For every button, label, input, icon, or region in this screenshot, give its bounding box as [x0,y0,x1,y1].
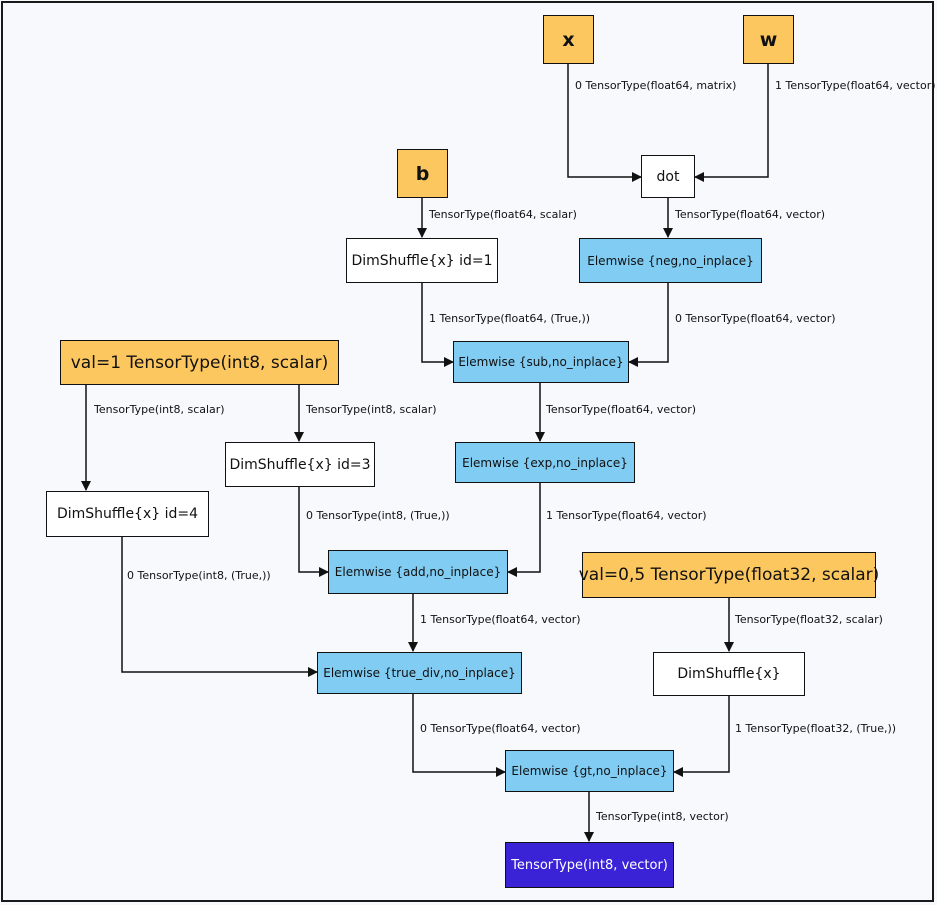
edge-dimshuffle1-sub [421,283,454,367]
edge-neg-sub [628,283,669,367]
edge-label-dimshuffle1-sub: 1 TensorType(float64, (True,)) [429,312,591,325]
node-elemwise-true-div: Elemwise {true_div,no_inplace} [317,652,522,694]
node-elemwise-gt: Elemwise {gt,no_inplace} [505,750,674,792]
edge-w-dot [694,64,769,182]
edge-x-dot [567,64,642,182]
edge-label-const1-dimshuffle4: TensorType(int8, scalar) [94,403,225,416]
node-output: TensorType(int8, vector) [505,842,674,888]
edge-label-const1-dimshuffle3: TensorType(int8, scalar) [306,403,437,416]
edge-label-dimshuffle-gt: 1 TensorType(float32, (True,)) [735,722,897,735]
edge-label-sub-exp: TensorType(float64, vector) [546,403,697,416]
edge-label-gt-output: TensorType(int8, vector) [596,810,729,823]
edge-label-x-dot: 0 TensorType(float64, matrix) [575,79,737,92]
edge-truediv-gt [412,694,506,777]
edge-label-b-dimshuffle1: TensorType(float64, scalar) [429,208,577,221]
edge-dimshuffle3-add [298,487,329,577]
node-dot: dot [641,155,695,198]
node-elemwise-exp: Elemwise {exp,no_inplace} [455,442,635,483]
edge-label-exp-add: 1 TensorType(float64, vector) [546,509,707,522]
edge-label-add-truediv: 1 TensorType(float64, vector) [420,613,581,626]
node-dimshuffle-1: DimShuffle{x} id=1 [346,238,498,283]
edge-label-const05-dimshuffle: TensorType(float32, scalar) [735,613,883,626]
edge-label-w-dot: 1 TensorType(float64, vector) [775,79,936,92]
node-const-val05: val=0,5 TensorType(float32, scalar) [579,552,879,598]
edge-label-truediv-gt: 0 TensorType(float64, vector) [420,722,581,735]
edge-dimshuffle-gt [673,696,730,777]
node-elemwise-add: Elemwise {add,no_inplace} [328,550,508,594]
node-dimshuffle-x: DimShuffle{x} [653,652,805,696]
node-x: x [543,15,594,64]
node-b: b [397,149,448,198]
node-const-val1: val=1 TensorType(int8, scalar) [60,340,339,385]
node-elemwise-sub: Elemwise {sub,no_inplace} [453,341,629,383]
edge-label-dimshuffle4-truediv: 0 TensorType(int8, (True,)) [127,569,271,582]
edge-label-neg-sub: 0 TensorType(float64, vector) [675,312,836,325]
edge-label-dot-neg: TensorType(float64, vector) [675,208,826,221]
node-w: w [743,15,794,64]
edge-dimshuffle4-truediv [121,537,318,677]
edge-exp-add [507,483,541,577]
node-dimshuffle-4: DimShuffle{x} id=4 [46,491,209,537]
node-dimshuffle-3: DimShuffle{x} id=3 [225,442,375,487]
edge-label-dimshuffle3-add: 0 TensorType(int8, (True,)) [306,509,450,522]
node-elemwise-neg: Elemwise {neg,no_inplace} [579,238,762,283]
